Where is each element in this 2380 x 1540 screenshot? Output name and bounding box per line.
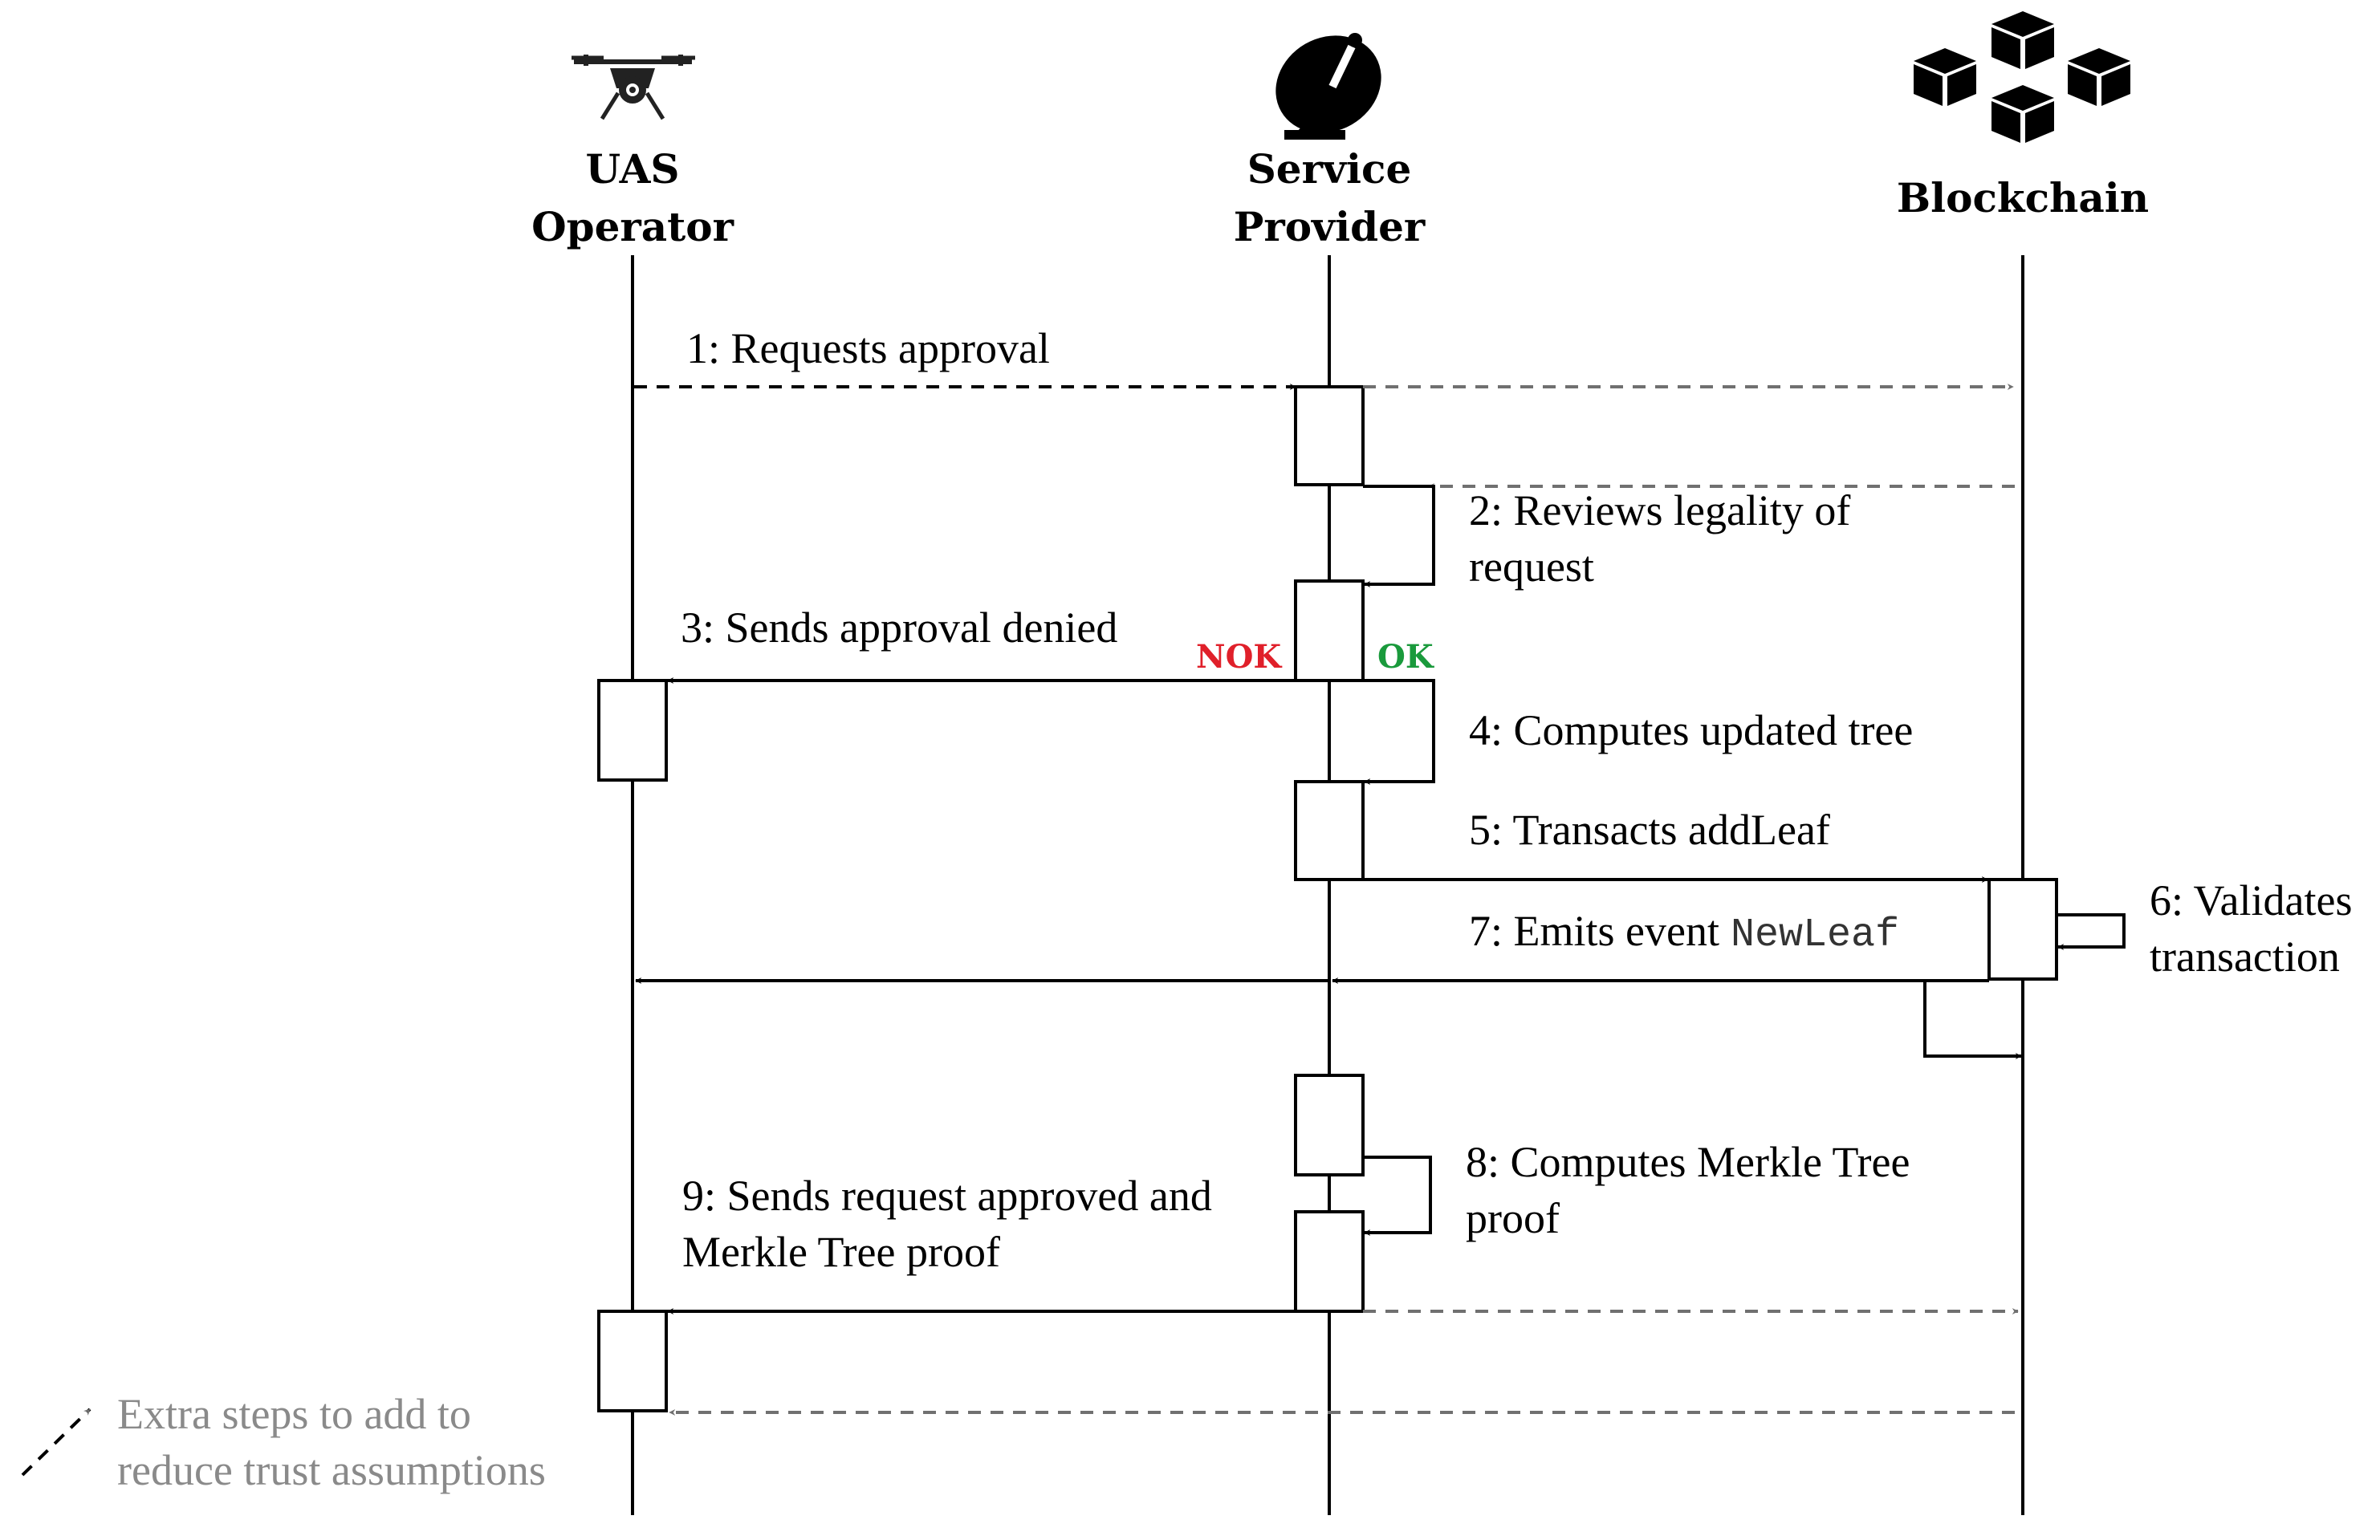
actor-blockchain: Blockchain (1897, 174, 2149, 221)
label-step-7: 7: Emits event NewLeaf (1469, 907, 1899, 958)
legend-line1: Extra steps to add to (117, 1390, 471, 1438)
activation-uas-1 (597, 679, 668, 782)
label-step-9-line1: 9: Sends request approved and (682, 1172, 1212, 1220)
label-step-8-line2: proof (1466, 1194, 1560, 1242)
drone-icon (572, 55, 695, 120)
activation-sp-2 (1294, 579, 1365, 682)
label-step-7-code: NewLeaf (1731, 912, 1899, 958)
actor-uas-operator-line1: UAS (586, 145, 680, 193)
actor-service-provider-line1: Service (1247, 145, 1412, 193)
arrow-blockchain-return (1923, 981, 2022, 1059)
activation-blockchain-1 (1987, 878, 2058, 981)
label-step-9-line2: Merkle Tree proof (682, 1228, 1000, 1276)
label-step-2-line1: 2: Reviews legality of (1469, 486, 1850, 534)
activation-sp-1 (1294, 385, 1365, 486)
label-step-1: 1: Requests approval (686, 324, 1050, 372)
blocks-icon (1914, 11, 2130, 143)
legend-line2: reduce trust assumptions (117, 1446, 546, 1494)
tag-ok: OK (1377, 638, 1434, 676)
satellite-dish-icon (1275, 33, 1381, 140)
label-step-2-line2: request (1469, 542, 1594, 591)
actor-uas-operator-line2: Operator (531, 203, 734, 250)
activation-uas-2 (597, 1310, 668, 1412)
label-step-7-text: 7: Emits event (1469, 907, 1719, 955)
label-step-6-line2: transaction (2150, 933, 2340, 981)
arrow-step-2 (1363, 485, 1435, 587)
label-step-8-line1: 8: Computes Merkle Tree (1466, 1138, 1910, 1186)
arrow-step-4 (1363, 679, 1435, 785)
arrow-step-8 (1363, 1156, 1432, 1236)
activation-sp-3 (1294, 780, 1365, 881)
label-step-6-line1: 6: Validates (2150, 876, 2352, 924)
activation-sp-5 (1294, 1210, 1365, 1313)
legend-dashed-arrow-icon (21, 1408, 92, 1477)
arrow-step-6 (2057, 913, 2126, 950)
label-step-4: 4: Computes updated tree (1469, 706, 1913, 754)
label-step-3: 3: Sends approval denied (681, 603, 1117, 652)
actor-service-provider-line2: Provider (1234, 203, 1426, 250)
activation-sp-4 (1294, 1074, 1365, 1176)
label-step-5: 5: Transacts addLeaf (1469, 806, 1830, 854)
tag-nok: NOK (1196, 638, 1282, 676)
